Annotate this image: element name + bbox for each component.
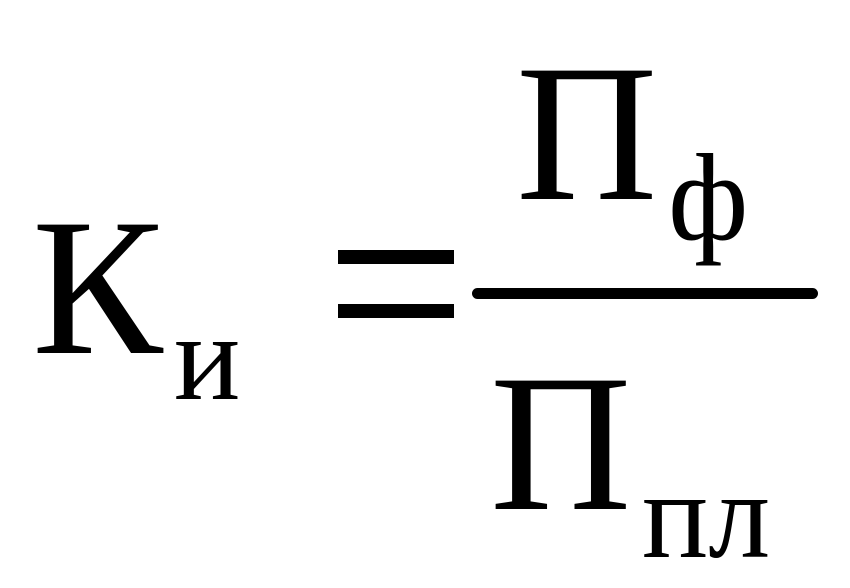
- fraction-bar: [472, 288, 818, 299]
- denominator-symbol: П: [490, 335, 632, 552]
- numerator-subscript: ф: [668, 129, 749, 266]
- lhs-subscript: и: [174, 289, 241, 426]
- equals-sign-bottom-bar: [338, 304, 454, 318]
- equals-sign-top-bar: [338, 250, 454, 264]
- denominator-subscript: пл: [642, 447, 771, 584]
- numerator-symbol: П: [516, 25, 658, 242]
- lhs-symbol: К: [32, 179, 163, 396]
